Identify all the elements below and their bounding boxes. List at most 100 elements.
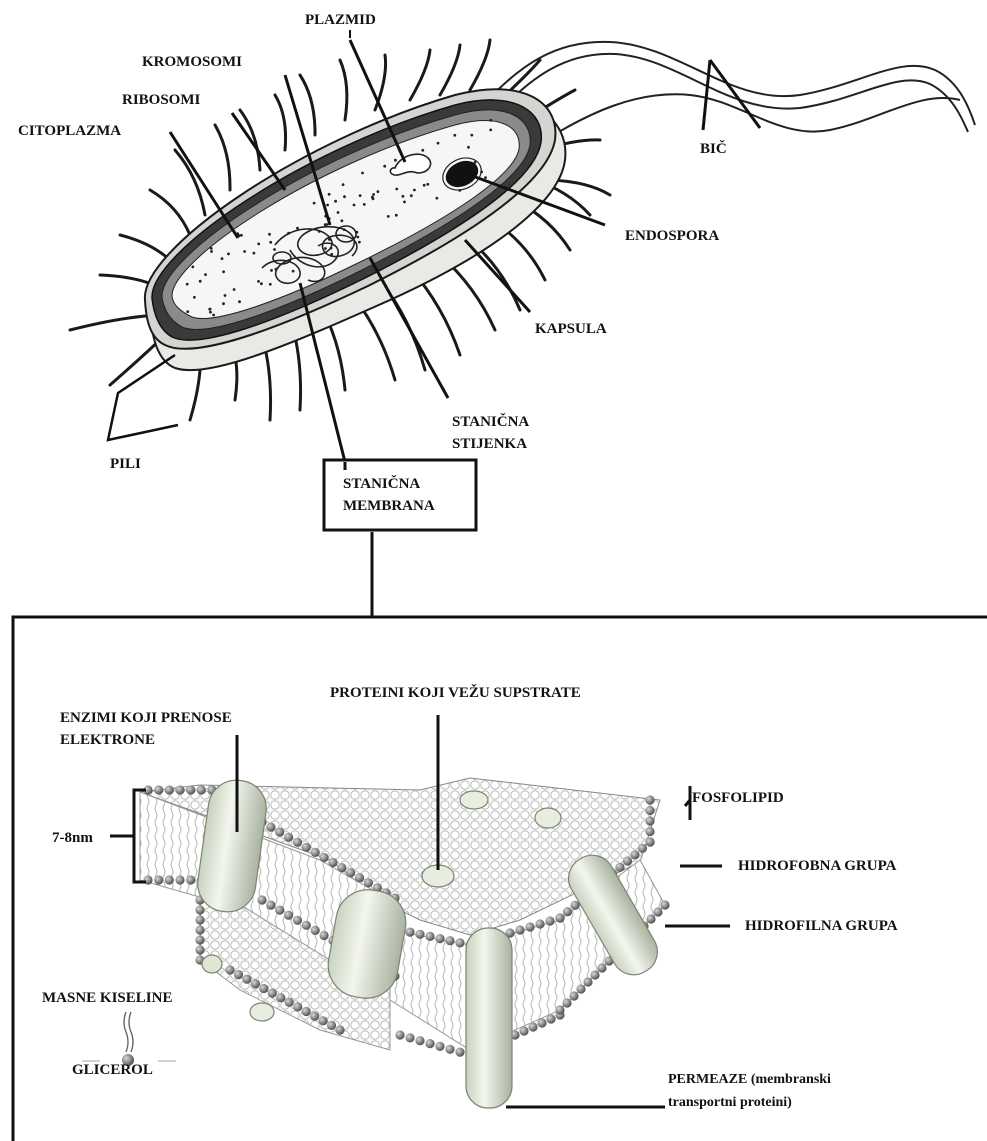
phospholipid-head	[630, 850, 639, 859]
ribosome-dot	[221, 257, 224, 260]
ribosome-dot	[363, 203, 366, 206]
phospholipid-head	[327, 1021, 336, 1030]
ribosome-dot	[209, 311, 212, 314]
ribosome-dot	[186, 283, 189, 286]
phospholipid-head	[583, 977, 592, 986]
pilus	[550, 180, 610, 195]
phospholipid-head	[302, 921, 311, 930]
label-proteini: PROTEINI KOJI VEŽU SUPSTRATE	[330, 684, 581, 701]
phospholipid-head	[346, 868, 355, 877]
ribosome-dot	[324, 223, 327, 226]
ribosome-dot	[383, 165, 386, 168]
phospholipid-head	[645, 837, 654, 846]
ribosome-dot	[334, 200, 337, 203]
phospholipid-head	[266, 823, 275, 832]
label-glicerol: GLICEROL	[72, 1062, 153, 1078]
phospholipid-head	[455, 1048, 464, 1057]
phospholipid-head	[284, 833, 293, 842]
phospholipid-head	[319, 1016, 328, 1025]
label-kapsula: KAPSULA	[535, 321, 607, 337]
ribosome-dot	[212, 314, 215, 317]
phospholipid-head	[311, 926, 320, 935]
ribosome-dot	[358, 241, 361, 244]
ribosome-dot	[361, 172, 364, 175]
phospholipid-head	[310, 1012, 319, 1021]
ribosome-dot	[268, 233, 271, 236]
phospholipid-head	[646, 914, 655, 923]
ribosome-dot	[337, 211, 340, 214]
membrane-label-box	[324, 460, 476, 530]
phospholipid-head	[563, 907, 572, 916]
phospholipid-head	[234, 970, 243, 979]
ribosome-dot	[204, 273, 207, 276]
ribosome-dot	[191, 266, 194, 269]
ribosome-dot	[253, 252, 256, 255]
ribosome-dot	[269, 241, 272, 244]
phospholipid-head	[259, 984, 268, 993]
phospholipid-head	[555, 1005, 564, 1014]
pilus	[150, 190, 190, 235]
ribosome-dot	[489, 129, 492, 132]
ribosome-dot	[224, 294, 227, 297]
ribosome-dot	[395, 188, 398, 191]
label-permeaze-1: PERMEAZE (membranski	[668, 1072, 831, 1087]
phospholipid-head	[335, 1025, 344, 1034]
phospholipid-head	[576, 984, 585, 993]
phospholipid-head	[195, 905, 204, 914]
ribosome-dot	[208, 308, 211, 311]
phospholipid-head	[569, 991, 578, 1000]
ribosome-dot	[353, 204, 356, 207]
phospholipid-head	[445, 936, 454, 945]
phospholipid-head	[266, 901, 275, 910]
label-kromosomi: KROMOSOMI	[142, 54, 242, 70]
phospholipid-head	[195, 945, 204, 954]
ribosome-dot	[489, 119, 492, 122]
phospholipid-head	[405, 1033, 414, 1042]
phospholipid-head	[545, 916, 554, 925]
phospholipid-head	[268, 989, 277, 998]
ribosome-dot	[222, 302, 225, 305]
bacterium-illustration: PLAZMID KROMOSOMI RIBOSOMI CITOPLAZMA BI…	[18, 12, 975, 530]
ribosome-dot	[273, 248, 276, 251]
phospholipid-head	[165, 785, 174, 794]
phospholipid-head	[597, 963, 606, 972]
label-hidrofilna: HIDROFILNA GRUPA	[745, 918, 898, 934]
ribosome-dot	[186, 310, 189, 313]
phospholipid-head	[435, 934, 444, 943]
ribosome-dot	[467, 146, 470, 149]
phospholipid-head	[251, 979, 260, 988]
label-citoplazma: CITOPLAZMA	[18, 123, 121, 139]
ribosome-dot	[342, 183, 345, 186]
phospholipid-head	[653, 907, 662, 916]
ribosome-dot	[372, 197, 375, 200]
pilus	[470, 40, 490, 90]
phospholipid-head	[435, 1042, 444, 1051]
phospholipid-head	[645, 816, 654, 825]
phospholipid-head	[197, 785, 206, 794]
phospholipid-head	[645, 806, 654, 815]
label-stanicna-membrana-1: STANIČNA	[343, 475, 420, 492]
phospholipid-head	[284, 911, 293, 920]
permease-protein-icon	[466, 928, 512, 1108]
ribosome-dot	[436, 197, 439, 200]
phospholipid-head	[355, 873, 364, 882]
phospholipid-head	[555, 913, 564, 922]
label-stanicna-stijenka-2: STIJENKA	[452, 436, 527, 452]
phospholipid-head	[405, 928, 414, 937]
phospholipid-head	[225, 965, 234, 974]
phospholipid-molecule-icon	[122, 1012, 134, 1066]
ribosome-dot	[343, 195, 346, 198]
phospholipid-head	[537, 1018, 546, 1027]
ribosome-dot	[210, 247, 213, 250]
phospholipid-head	[425, 1039, 434, 1048]
phospholipid-head	[302, 1007, 311, 1016]
phospholipid-head	[645, 795, 654, 804]
phospholipid-head	[364, 878, 373, 887]
phospholipid-head	[528, 1022, 537, 1031]
ribosome-dot	[199, 280, 202, 283]
phospholipid-head	[175, 785, 184, 794]
phospholipid-head	[154, 875, 163, 884]
phospholipid-head	[165, 875, 174, 884]
phospholipid-head	[242, 975, 251, 984]
